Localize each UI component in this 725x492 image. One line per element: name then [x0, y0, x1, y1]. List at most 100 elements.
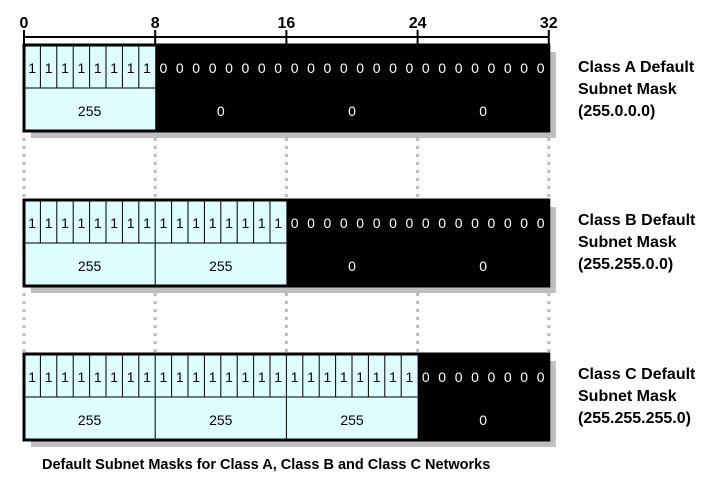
axis-tick-label: 24 — [409, 15, 427, 32]
bit-one: 1 — [209, 215, 217, 231]
class-b-label-line-1: Class B Default — [578, 212, 696, 229]
bit-zero: 0 — [438, 369, 446, 385]
bit-zero: 0 — [324, 60, 332, 76]
bit-one: 1 — [45, 215, 53, 231]
bit-zero: 0 — [291, 60, 299, 76]
octet-value: 0 — [479, 103, 487, 119]
bit-one: 1 — [78, 215, 86, 231]
row-border — [22, 43, 551, 133]
bit-one: 1 — [28, 60, 36, 76]
bit-one: 1 — [160, 215, 168, 231]
bit-one: 1 — [209, 369, 217, 385]
bit-zero: 0 — [455, 369, 463, 385]
axis-tick-label: 8 — [151, 15, 160, 32]
bit-zero: 0 — [307, 60, 315, 76]
bit-zero: 0 — [340, 215, 348, 231]
bit-zero: 0 — [455, 215, 463, 231]
bit-zero: 0 — [356, 215, 364, 231]
class-a-label-line-1: Class A Default — [578, 59, 695, 76]
bit-one: 1 — [78, 60, 86, 76]
octet-value: 255 — [78, 258, 102, 274]
bit-one: 1 — [291, 369, 299, 385]
bit-zero: 0 — [504, 60, 512, 76]
bit-zero: 0 — [274, 60, 282, 76]
bit-zero: 0 — [258, 60, 266, 76]
octet-guide-lines — [22, 138, 551, 354]
class-b-label-line-3: (255.255.0.0) — [578, 256, 674, 273]
bit-one: 1 — [78, 369, 86, 385]
bit-one: 1 — [110, 369, 118, 385]
axis-tick-label: 0 — [20, 15, 29, 32]
octet-value: 255 — [340, 412, 364, 428]
bit-zero: 0 — [242, 60, 250, 76]
class-a-label-line-2: Subnet Mask — [578, 81, 677, 98]
bit-one: 1 — [127, 369, 135, 385]
octet-value: 255 — [78, 103, 102, 119]
octet-value: 0 — [348, 258, 356, 274]
bit-one: 1 — [389, 369, 397, 385]
bit-one: 1 — [45, 60, 53, 76]
bit-zero: 0 — [307, 215, 315, 231]
bit-one: 1 — [176, 215, 184, 231]
bit-one: 1 — [225, 215, 233, 231]
class-c-label-line-3: (255.255.255.0) — [578, 410, 691, 427]
octet-value: 255 — [78, 412, 102, 428]
bit-zero: 0 — [422, 369, 430, 385]
bit-one: 1 — [127, 60, 135, 76]
bit-zero: 0 — [520, 60, 528, 76]
bit-zero: 0 — [520, 215, 528, 231]
axis-tick-label: 32 — [540, 15, 558, 32]
class-c-label-line-2: Subnet Mask — [578, 388, 677, 405]
bit-one: 1 — [274, 369, 282, 385]
row-border — [22, 352, 551, 442]
bit-one: 1 — [45, 369, 53, 385]
bit-zero: 0 — [373, 215, 381, 231]
class-a-label-line-3: (255.0.0.0) — [578, 103, 656, 120]
bit-zero: 0 — [537, 215, 545, 231]
bit-zero: 0 — [422, 215, 430, 231]
bit-one: 1 — [356, 369, 364, 385]
bit-zero: 0 — [488, 369, 496, 385]
bit-zero: 0 — [504, 369, 512, 385]
bit-one: 1 — [225, 369, 233, 385]
bit-zero: 0 — [455, 60, 463, 76]
bit-zero: 0 — [340, 60, 348, 76]
bit-one: 1 — [258, 369, 266, 385]
bit-one: 1 — [143, 369, 151, 385]
bit-one: 1 — [242, 369, 250, 385]
bit-one: 1 — [176, 369, 184, 385]
bit-one: 1 — [324, 369, 332, 385]
bit-one: 1 — [94, 215, 102, 231]
bit-one: 1 — [94, 369, 102, 385]
bit-zero: 0 — [471, 60, 479, 76]
bit-zero: 0 — [438, 60, 446, 76]
bit-one: 1 — [94, 60, 102, 76]
bit-one: 1 — [61, 369, 69, 385]
bit-one: 1 — [160, 369, 168, 385]
bit-one: 1 — [143, 60, 151, 76]
bit-one: 1 — [61, 60, 69, 76]
bit-zero: 0 — [471, 215, 479, 231]
bit-one: 1 — [127, 215, 135, 231]
class-c-label-line-1: Class C Default — [578, 366, 696, 383]
bit-zero: 0 — [324, 215, 332, 231]
bit-zero: 0 — [406, 215, 414, 231]
bit-one: 1 — [373, 369, 381, 385]
bit-zero: 0 — [389, 60, 397, 76]
bit-one: 1 — [192, 215, 200, 231]
bit-one: 1 — [28, 215, 36, 231]
bit-one: 1 — [61, 215, 69, 231]
class-b-label-line-2: Subnet Mask — [578, 234, 677, 251]
bit-zero: 0 — [160, 60, 168, 76]
octet-value: 0 — [479, 412, 487, 428]
bit-one: 1 — [110, 60, 118, 76]
bit-one: 1 — [274, 215, 282, 231]
bit-zero: 0 — [471, 369, 479, 385]
class-a-label: Class A Default Subnet Mask (255.0.0.0) — [578, 57, 694, 123]
bit-one: 1 — [192, 369, 200, 385]
class-b-label: Class B Default Subnet Mask (255.255.0.0… — [578, 210, 695, 276]
